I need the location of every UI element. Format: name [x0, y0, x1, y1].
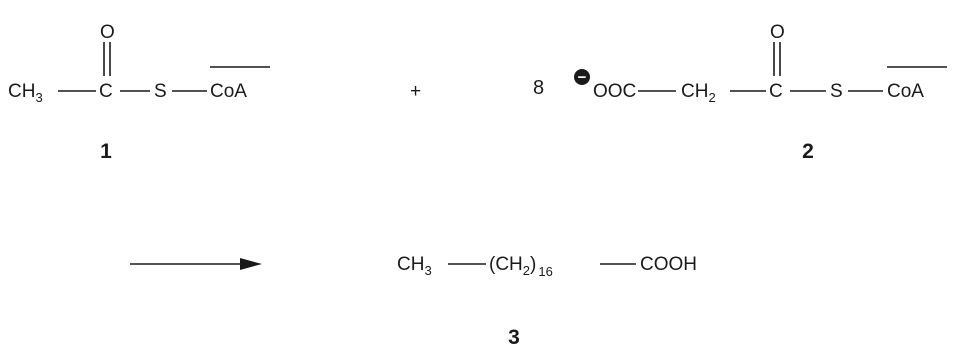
compound-label-2: 2 — [802, 140, 814, 163]
r2-charge-sign: − — [578, 69, 587, 86]
r2-ch2: CH2 — [681, 81, 716, 105]
r1-ch3: CH3 — [8, 81, 43, 105]
compound-label-1: 1 — [100, 140, 112, 163]
r2-carbonyl-carbon: C — [769, 81, 783, 102]
reactant-malonyl-coa: 8 − OOC CH2 C O S CoA 2 — [533, 22, 947, 163]
arrow-head-icon — [240, 258, 262, 270]
reaction-arrow — [130, 258, 262, 270]
r2-oxygen: O — [770, 22, 785, 43]
negative-charge-icon — [574, 69, 590, 85]
r1-carbonyl-carbon: C — [99, 81, 113, 102]
reactant-acetyl-coa: CH3 C O S CoA 1 — [8, 22, 270, 163]
r2-ooc: OOC — [593, 81, 636, 102]
r2-sulfur: S — [830, 81, 843, 102]
r1-sulfur: S — [154, 81, 167, 102]
r1-coa: CoA — [210, 81, 247, 102]
p-ch2-chain: (CH2)16 — [489, 254, 553, 279]
compound-label-3: 3 — [508, 326, 520, 349]
product-stearic-acid: CH3 (CH2)16 COOH 3 — [397, 254, 697, 349]
p-cooh: COOH — [640, 254, 697, 275]
r2-coa: CoA — [887, 81, 924, 102]
r1-oxygen: O — [100, 22, 115, 43]
r2-coefficient: 8 — [533, 77, 544, 99]
p-ch3: CH3 — [397, 254, 432, 278]
plus-sign: + — [410, 81, 421, 102]
